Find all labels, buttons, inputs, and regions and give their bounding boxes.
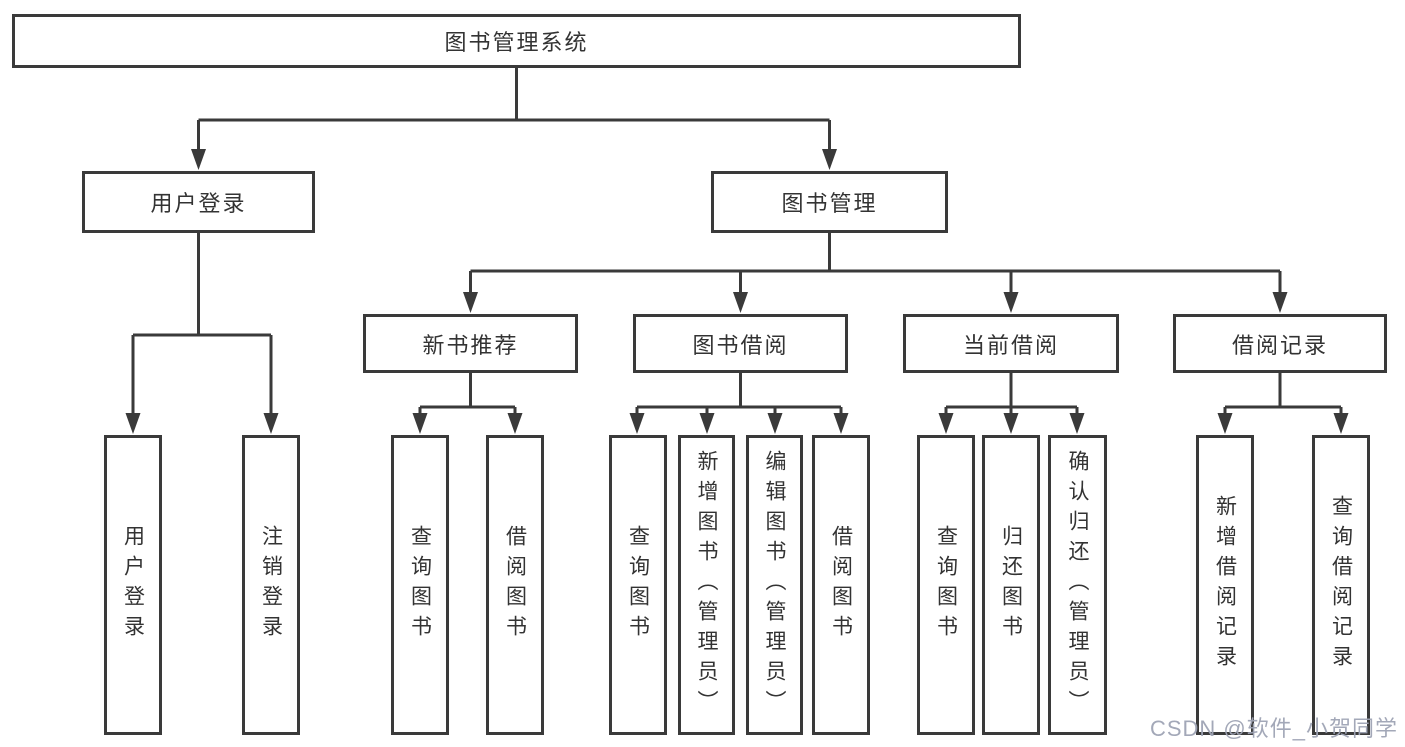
node-leaf-borrow-books-2: 借阅图书 [812, 435, 870, 735]
node-user-login: 用户登录 [82, 171, 315, 233]
node-leaf-add-books-admin: 新增图书（管理员） [678, 435, 735, 735]
node-leaf-query-books-1: 查询图书 [391, 435, 449, 735]
node-leaf-query-books-3: 查询图书 [917, 435, 975, 735]
node-leaf-logout: 注销登录 [242, 435, 300, 735]
node-new-book-recommend: 新书推荐 [363, 314, 578, 373]
node-leaf-edit-books-admin: 编辑图书（管理员） [746, 435, 803, 735]
arrowheads [125, 149, 1349, 434]
node-leaf-user-login: 用户登录 [104, 435, 162, 735]
node-leaf-query-books-2: 查询图书 [609, 435, 667, 735]
watermark: CSDN @软件_小贺同学 [1149, 716, 1398, 741]
node-borrowing-records: 借阅记录 [1173, 314, 1387, 373]
node-current-borrowing: 当前借阅 [903, 314, 1119, 373]
node-book-management: 图书管理 [711, 171, 948, 233]
node-leaf-return-books: 归还图书 [982, 435, 1040, 735]
node-leaf-borrow-books-1: 借阅图书 [486, 435, 544, 735]
node-book-borrowing: 图书借阅 [633, 314, 848, 373]
node-leaf-query-borrow-record: 查询借阅记录 [1312, 435, 1370, 735]
node-library-management-system: 图书管理系统 [12, 14, 1021, 68]
node-leaf-add-borrow-record: 新增借阅记录 [1196, 435, 1254, 735]
node-leaf-confirm-return-admin: 确认归还（管理员） [1048, 435, 1107, 735]
